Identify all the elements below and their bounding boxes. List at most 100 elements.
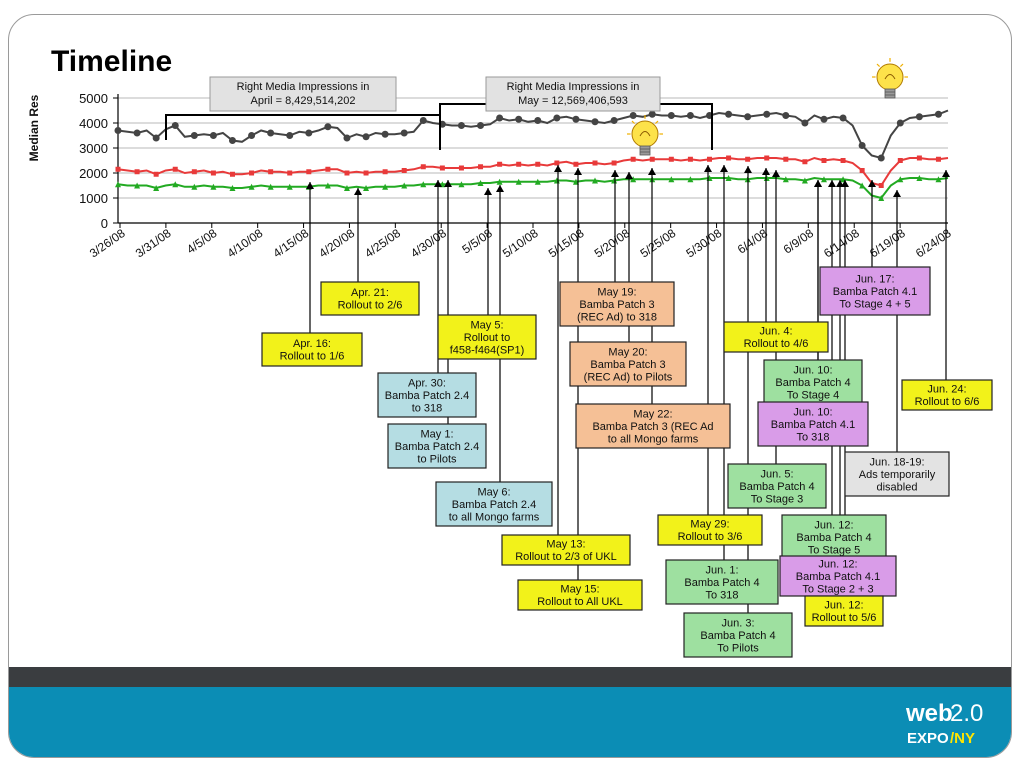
data-point — [935, 156, 941, 162]
annotation-text: Rollout to — [464, 332, 510, 344]
annotation-text: Bamba Patch 3 — [590, 359, 665, 371]
annotation-text: Bamba Patch 4 — [739, 481, 814, 493]
annotation-text: Rollout to 5/6 — [812, 612, 877, 624]
data-point — [802, 159, 808, 165]
annotation-box — [501, 534, 631, 566]
data-point — [649, 156, 655, 162]
annotation-text: to all Mongo farms — [449, 511, 540, 523]
annotation-text: (REC Ad) to Pilots — [584, 371, 673, 383]
data-point — [840, 158, 846, 163]
annotation-text: Jun. 1: — [705, 564, 738, 576]
data-point — [210, 170, 216, 176]
annotation-arrowhead — [306, 182, 314, 189]
data-point — [859, 168, 865, 173]
data-point — [114, 127, 122, 134]
lightbulb-ray — [631, 120, 636, 125]
annotation-text: Jun. 5: — [760, 468, 793, 480]
y-axis-label: Median Res — [27, 94, 41, 161]
data-point — [782, 112, 790, 119]
annotation-text: To 318 — [796, 431, 829, 443]
annotation-text: To Stage 4 + 5 — [839, 298, 910, 310]
annotation-text: Jun. 10: — [793, 364, 832, 376]
data-point — [439, 165, 445, 171]
annotation-box — [665, 559, 779, 605]
data-point — [915, 113, 923, 121]
annotation-box — [575, 403, 731, 449]
data-point — [382, 169, 388, 175]
data-point — [191, 183, 198, 190]
data-point — [934, 110, 942, 118]
annotation-text: Rollout to 1/6 — [280, 351, 345, 363]
annotation-text: Rollout to 2/3 of UKL — [515, 551, 617, 563]
data-point — [363, 170, 369, 176]
annotation-text: to all Mongo farms — [608, 433, 699, 445]
annotation-text: to Pilots — [417, 453, 457, 465]
data-point — [382, 183, 389, 190]
data-point — [267, 183, 274, 190]
data-point — [287, 170, 293, 176]
data-point — [325, 166, 331, 172]
data-point — [400, 129, 408, 137]
annotation-text: Apr. 16: — [293, 338, 331, 350]
annotation-text: May 6: — [477, 486, 510, 498]
data-point — [381, 130, 389, 138]
x-tick-label: 5/10/08 — [500, 226, 541, 261]
data-point — [268, 169, 274, 175]
annotation-text: Jun. 4: — [759, 326, 792, 338]
annotation-box — [781, 514, 887, 560]
annotation-text: Jun. 12: — [814, 519, 853, 531]
data-point — [401, 168, 407, 173]
data-point — [630, 156, 636, 162]
data-point — [134, 169, 140, 175]
data-point — [478, 164, 484, 170]
annotation-text: Rollout to 6/6 — [915, 396, 980, 408]
data-point — [496, 114, 504, 122]
data-point — [668, 156, 674, 162]
annotation-text: Bamba Patch 2.4 — [395, 441, 479, 453]
annotation-arrowhead — [942, 170, 950, 177]
series-line-3 — [117, 176, 949, 200]
data-point — [858, 142, 866, 149]
data-point — [496, 178, 503, 185]
data-point — [553, 114, 561, 122]
data-point — [419, 117, 427, 124]
annotation-arrowhead — [484, 188, 492, 195]
data-point — [725, 110, 733, 118]
data-point — [820, 115, 828, 123]
data-point — [878, 195, 885, 201]
lightbulb-filament — [884, 74, 896, 80]
y-tick-label: 3000 — [79, 141, 108, 156]
data-point — [687, 156, 693, 162]
annotation-text: May 13: — [546, 539, 585, 551]
annotation-text: Apr. 30: — [408, 377, 446, 389]
data-point — [229, 171, 235, 177]
annotation-text: Jun. 18-19: — [869, 456, 924, 468]
data-point — [457, 122, 465, 129]
data-point — [744, 113, 752, 121]
data-point — [172, 166, 178, 172]
x-tick-label: 4/20/08 — [316, 226, 357, 261]
data-point — [611, 160, 617, 166]
lightbulb-glass — [631, 120, 659, 148]
data-point — [897, 158, 903, 163]
lightbulb-ray — [876, 63, 881, 68]
logo-expo-text: EXPO — [907, 730, 949, 747]
annotation-arrowhead — [434, 180, 442, 187]
annotation-arrowhead — [704, 165, 712, 172]
annotation-arrowhead — [893, 190, 901, 197]
impression-line1: Right Media Impressions in — [237, 81, 370, 93]
annotation-text: Bamba Patch 4 — [796, 532, 871, 544]
annotation-box — [901, 379, 993, 411]
data-point — [687, 176, 694, 183]
lightbulb-filament — [639, 131, 651, 137]
annotation-text: May 22: — [633, 408, 672, 420]
annotation-text: disabled — [877, 481, 918, 493]
y-tick-label: 0 — [101, 216, 108, 231]
data-point — [668, 176, 675, 183]
annotation-arrowhead — [574, 168, 582, 175]
data-point — [477, 122, 485, 129]
annotation-text: Ads temporarily — [859, 469, 936, 481]
data-point — [534, 117, 542, 124]
data-point — [190, 132, 198, 139]
data-point — [497, 161, 503, 167]
